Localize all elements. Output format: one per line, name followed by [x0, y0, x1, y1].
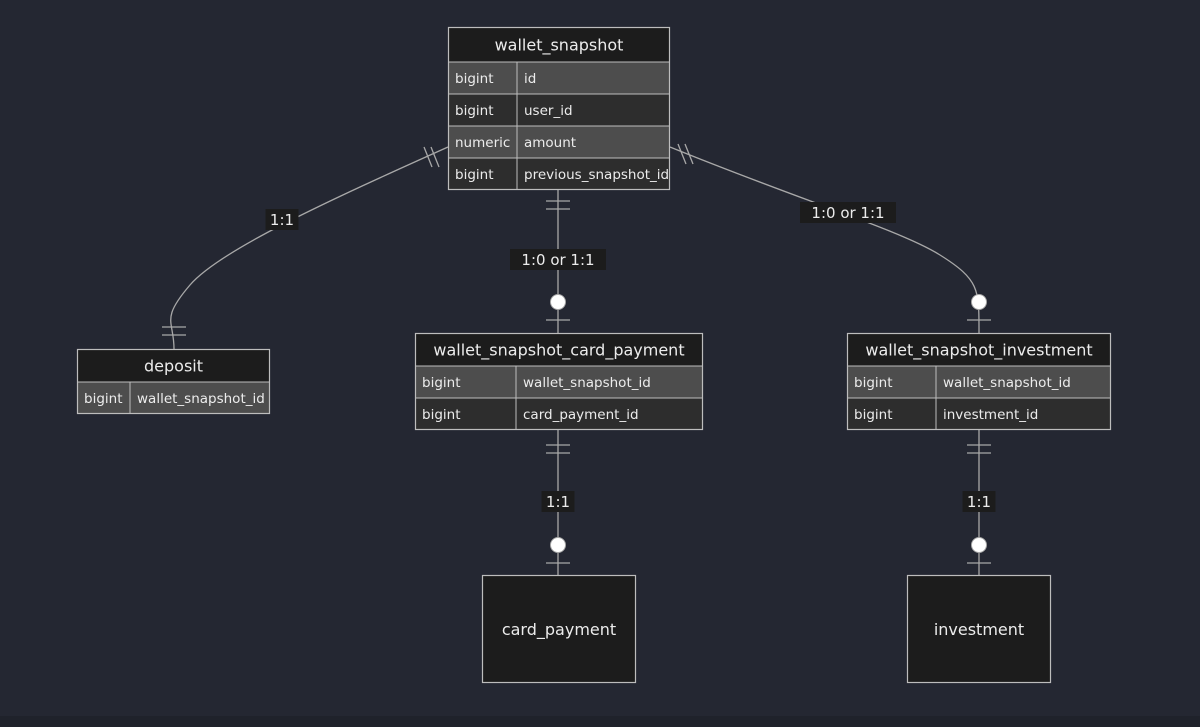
attribute-row	[847, 366, 1111, 398]
bottom-strip	[0, 716, 1200, 727]
one-cardinality-marker	[677, 143, 694, 165]
attribute-type: bigint	[455, 71, 494, 87]
entity-title: wallet_snapshot	[495, 36, 624, 56]
attribute-name: previous_snapshot_id	[524, 167, 669, 183]
attribute-row	[448, 158, 670, 190]
attribute-type: numeric	[455, 135, 510, 151]
label-background	[962, 491, 996, 512]
attribute-name: investment_id	[943, 407, 1038, 423]
relationship-label: 1:0 or 1:1	[800, 202, 896, 223]
entity-deposit: deposit bigint wallet_snapshot_id	[76, 348, 271, 415]
attribute-row	[77, 382, 270, 414]
attribute-type: bigint	[455, 103, 494, 119]
entity-box	[906, 574, 1052, 684]
cardinality-tick	[677, 143, 687, 165]
attribute-row	[415, 366, 703, 398]
attribute-type: bigint	[455, 167, 494, 183]
entity-title: deposit	[144, 357, 203, 376]
entity-header	[77, 349, 270, 382]
zero-cardinality-marker	[971, 294, 987, 310]
attribute-row	[448, 126, 670, 158]
attribute-row	[847, 398, 1111, 430]
relationship-label-text: 1:1	[546, 493, 570, 511]
attribute-type: bigint	[84, 391, 123, 407]
entity-border	[76, 348, 271, 415]
entity-title: wallet_snapshot_investment	[865, 341, 1092, 361]
entity-box	[481, 574, 637, 684]
entity-header	[448, 27, 670, 62]
entity-header	[415, 333, 703, 366]
attribute-row	[448, 62, 670, 94]
label-background	[265, 209, 299, 230]
relationship-label: 1:0 or 1:1	[510, 249, 606, 270]
cardinality-tick	[423, 146, 433, 168]
label-background	[800, 202, 896, 223]
zero-cardinality-marker	[971, 537, 987, 553]
relationship-labels: 1:1 1:0 or 1:1 1:0 or 1:1 1:1 1:1	[265, 202, 996, 512]
attribute-row	[448, 94, 670, 126]
entity-border	[414, 332, 704, 431]
attribute-name: wallet_snapshot_id	[523, 375, 651, 391]
relationship-edge	[170, 146, 449, 350]
attribute-row	[415, 398, 703, 430]
entity-border	[846, 332, 1112, 431]
relationship-label: 1:1	[541, 491, 575, 512]
zero-cardinality-marker	[550, 294, 566, 310]
attribute-name: wallet_snapshot_id	[137, 391, 265, 407]
relationship-label-text: 1:1	[270, 211, 294, 229]
attribute-name: wallet_snapshot_id	[943, 375, 1071, 391]
attribute-name: id	[524, 71, 536, 87]
cardinality-tick	[684, 143, 694, 165]
cardinality-tick	[430, 146, 440, 168]
one-cardinality-marker	[546, 200, 570, 210]
relationship-label-text: 1:1	[967, 493, 991, 511]
attribute-type: bigint	[422, 375, 461, 391]
attribute-type: bigint	[854, 375, 893, 391]
relationship-label-text: 1:0 or 1:1	[521, 251, 594, 269]
entity-investment: investment	[906, 574, 1052, 684]
relationship-edge	[669, 146, 980, 334]
zero-cardinality-marker	[550, 537, 566, 553]
label-background	[510, 249, 606, 270]
attribute-type: bigint	[422, 407, 461, 423]
entity-title: card_payment	[502, 620, 616, 640]
entity-border	[447, 26, 671, 191]
relationship-label: 1:1	[962, 491, 996, 512]
attribute-type: bigint	[854, 407, 893, 423]
attribute-name: card_payment_id	[523, 407, 639, 423]
attribute-name: user_id	[524, 103, 573, 119]
label-background	[541, 491, 575, 512]
entity-title: investment	[934, 620, 1024, 639]
relationship-edges	[162, 143, 991, 575]
relationship-label: 1:1	[265, 209, 299, 230]
entity-header	[847, 333, 1111, 366]
relationship-label-text: 1:0 or 1:1	[811, 204, 884, 222]
one-cardinality-marker	[423, 146, 440, 168]
entity-card-payment: card_payment	[481, 574, 637, 684]
attribute-name: amount	[524, 135, 576, 151]
entity-title: wallet_snapshot_card_payment	[433, 341, 684, 361]
